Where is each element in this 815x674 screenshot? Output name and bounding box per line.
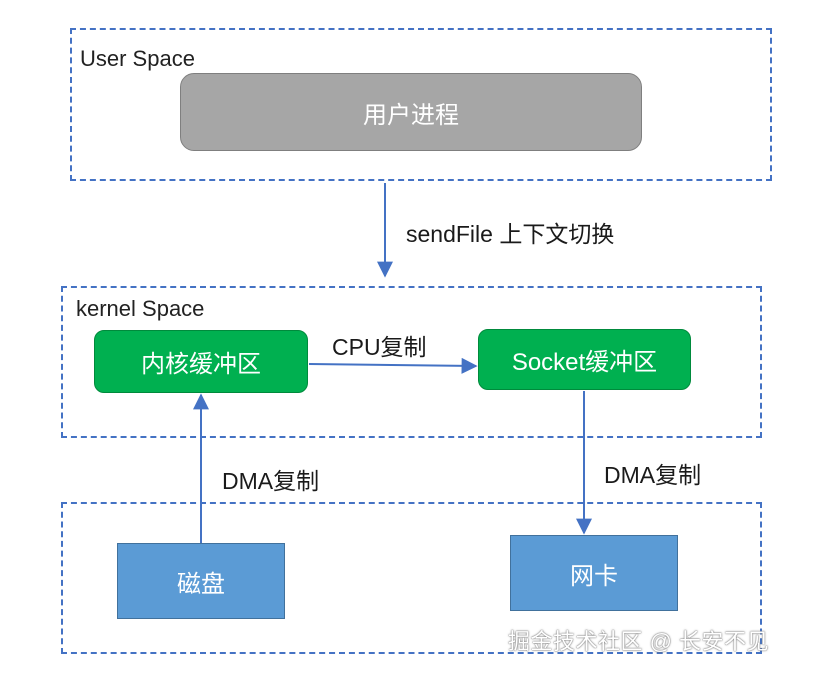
dma-copy-in-label: DMA复制	[222, 468, 320, 494]
kernel-space-region	[61, 286, 762, 438]
socket-buffer-box: Socket缓冲区	[478, 329, 691, 390]
user-space-label: User Space	[80, 46, 195, 71]
disk-box: 磁盘	[117, 543, 285, 619]
cpu-copy-arrow	[308, 357, 478, 374]
user-space-region	[70, 28, 772, 181]
cpu-copy-label: CPU复制	[332, 334, 427, 360]
watermark: 掘金技术社区 @ 长安不见	[508, 629, 770, 654]
user-process-box: 用户进程	[180, 73, 642, 151]
nic-box: 网卡	[510, 535, 678, 611]
hardware-region	[61, 502, 762, 654]
kernel-buffer-box: 内核缓冲区	[94, 330, 308, 393]
dma-copy-out-label: DMA复制	[604, 462, 702, 488]
kernel-space-label: kernel Space	[76, 296, 205, 321]
sendfile-label: sendFile 上下文切换	[406, 221, 615, 247]
